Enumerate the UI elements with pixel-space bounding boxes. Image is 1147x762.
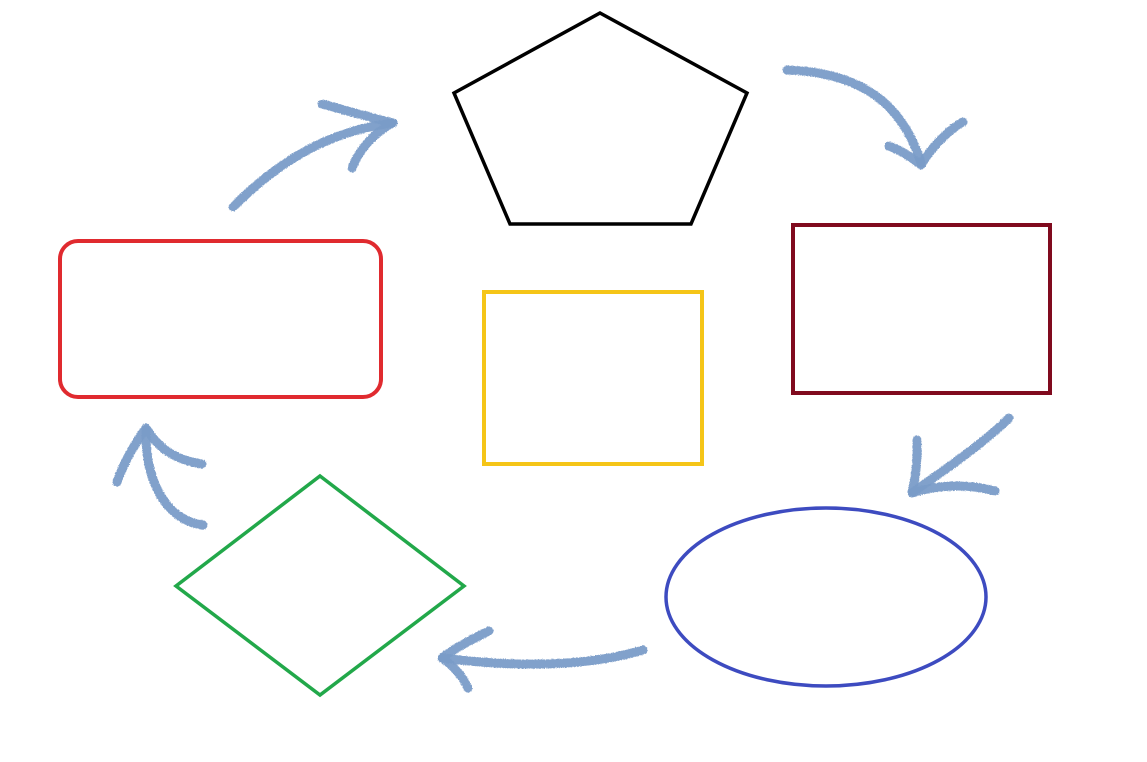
arrow-head [437, 626, 494, 693]
arrow-shaft [437, 645, 648, 669]
pentagon [451, 11, 750, 226]
blue-ellipse [664, 506, 988, 688]
yellow-rectangle [482, 290, 704, 466]
arrow-shaft [228, 118, 398, 212]
arrow-shaft [908, 413, 1014, 497]
green-diamond [173, 473, 467, 698]
arrow-ellipse-to-diamond [437, 626, 648, 693]
arrow-head [907, 435, 1000, 498]
arrow-pentagon-to-rectangle [782, 65, 968, 170]
arrow-head [112, 423, 207, 487]
arrow-rounded-rectangle-to-pentagon [228, 99, 398, 212]
red-rounded-rectangle [58, 239, 383, 399]
arrow-head [317, 99, 398, 173]
dark-red-rectangle [791, 223, 1052, 395]
arrow-shaft [141, 425, 208, 530]
arrow-head [884, 117, 968, 170]
arrow-rectangle-to-ellipse [907, 413, 1014, 498]
arrow-diamond-to-rounded-rectangle [112, 423, 208, 530]
arrow-shaft [782, 65, 926, 168]
